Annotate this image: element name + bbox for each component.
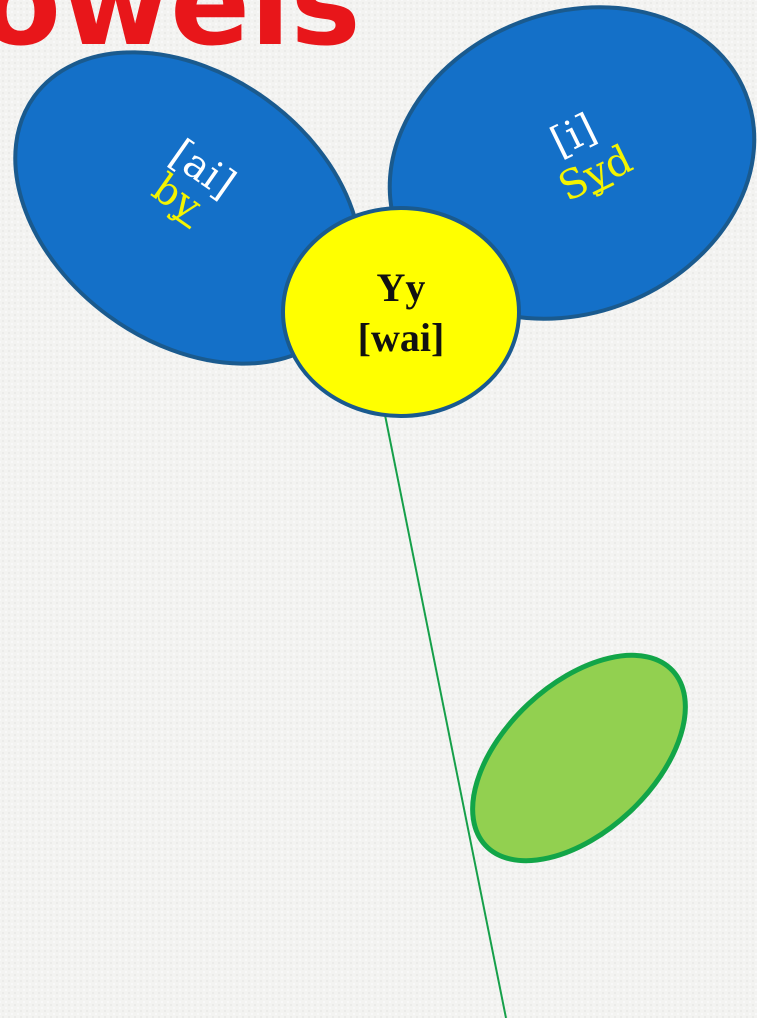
leaf: [470, 652, 688, 864]
left-petal-underline: [171, 214, 192, 230]
right-petal-underline: [592, 182, 615, 196]
center-letters: Yy: [377, 265, 426, 310]
flower-stem: [384, 414, 507, 1018]
center-ipa: [wai]: [358, 315, 445, 360]
flower-center: [281, 206, 521, 418]
